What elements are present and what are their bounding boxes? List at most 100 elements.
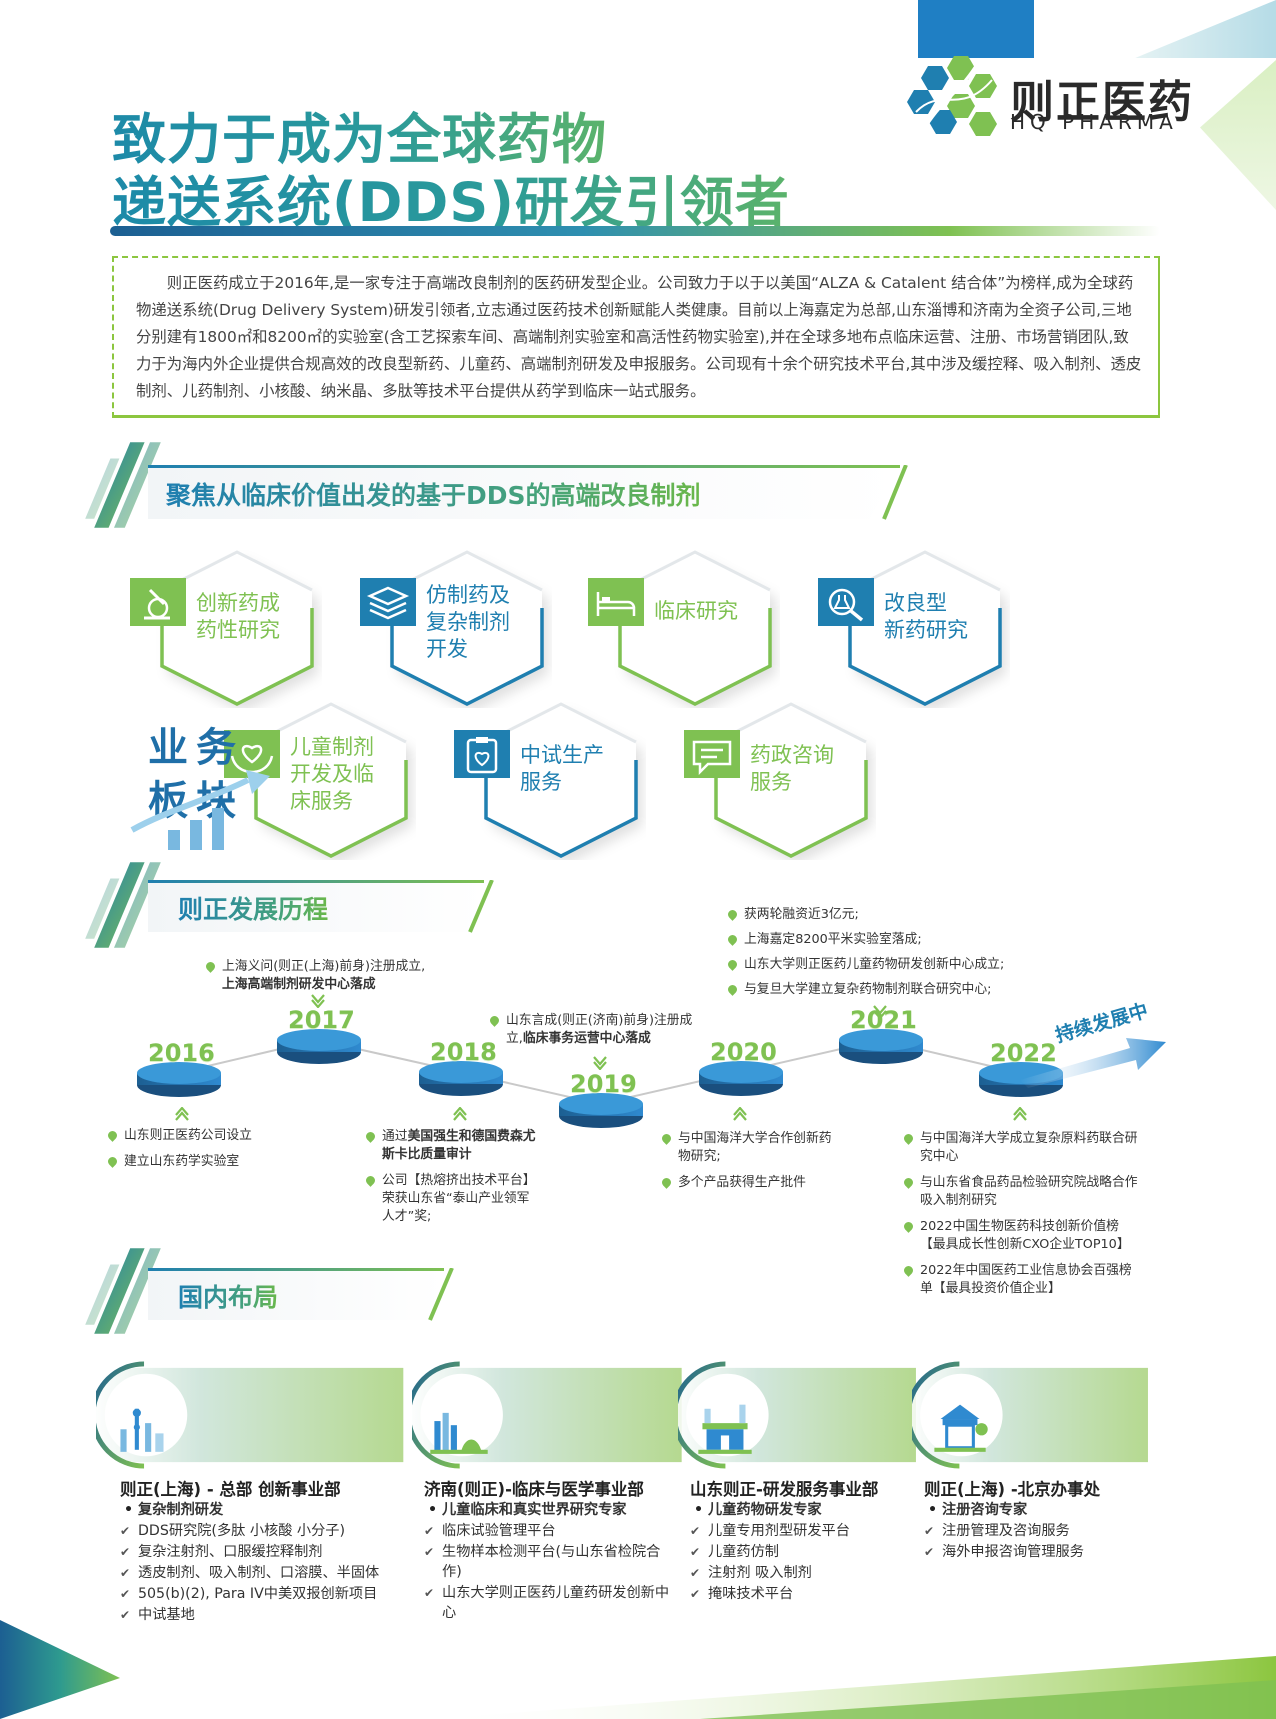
location-list-item: 掩味技术平台 <box>690 1584 910 1604</box>
location-card: 则正(上海) -北京办事处注册咨询专家注册管理及咨询服务海外申报咨询管理服务 <box>912 1360 1160 1620</box>
note-item: 与复旦大学建立复杂药物制剂联合研究中心; <box>726 981 1058 999</box>
note-2022: 与中国海洋大学成立复杂原料药联合研究中心 与山东省食品药品检验研究院战略合作吸入… <box>902 1130 1144 1302</box>
note-item: 与中国海洋大学成立复杂原料药联合研究中心 <box>902 1130 1144 1166</box>
bullet-icon <box>488 1014 501 1027</box>
location-list-item: 复杂制剂研发 <box>120 1500 410 1520</box>
arrow-down-icon <box>593 1056 607 1070</box>
bullet-icon <box>204 960 217 973</box>
location-card: 济南(则正)-临床与医学事业部儿童临床和真实世界研究专家临床试验管理平台生物样本… <box>412 1360 694 1623</box>
growth-chart-icon <box>130 770 270 850</box>
note-item: 与山东省食品药品检验研究院战略合作吸入制剂研究 <box>902 1174 1144 1210</box>
brand-name-cn: 则正医药 <box>1010 77 1194 128</box>
arrow-up-icon <box>733 1107 747 1121</box>
bullet-icon <box>106 1129 119 1142</box>
location-list-item: 透皮制剂、吸入制剂、口溶膜、半固体 <box>120 1563 410 1583</box>
company-intro: 则正医药成立于2016年,是一家专注于高端改良制剂的医药研发型企业。公司致力于以… <box>112 256 1160 418</box>
location-name: 山东则正-研发服务事业部 <box>690 1480 879 1499</box>
section-title-layout: 国内布局 <box>178 1278 278 1314</box>
location-list-item: DDS研究院(多肽 小核酸 小分子) <box>120 1521 410 1541</box>
location-name: 则正(上海) -北京办事处 <box>924 1480 1101 1499</box>
business-hexagon: 改良型 新药研究 <box>818 548 1010 708</box>
title-underline <box>110 226 1160 236</box>
note-2016: 山东则正医药公司设立 建立山东药学实验室 <box>106 1127 308 1175</box>
business-hexagon: 儿童制剂 开发及临 床服务 <box>224 700 416 860</box>
bullet-icon <box>364 1130 377 1143</box>
bullet-icon <box>726 908 739 921</box>
business-label: 仿制药及 复杂制剂 开发 <box>426 583 510 661</box>
flask-search-icon <box>818 578 874 626</box>
bullet-icon <box>660 1176 673 1189</box>
note-item: 与中国海洋大学合作创新药物研究; <box>660 1130 832 1166</box>
location-card: 则正(上海) - 总部 创新事业部复杂制剂研发DDS研究院(多肽 小核酸 小分子… <box>96 1360 416 1625</box>
year-disc <box>698 1060 784 1098</box>
note-item: 山东则正医药公司设立 <box>106 1127 308 1145</box>
city-skyline-icon <box>120 1408 164 1452</box>
year-label: 2022 <box>990 1039 1057 1067</box>
hexagon-shape <box>484 702 638 858</box>
business-label: 中试生产 服务 <box>520 743 604 794</box>
ongoing-arrow-icon <box>1020 1038 1166 1088</box>
page-title-line1: 致力于成为全球药物 <box>112 95 607 174</box>
note-2021: 获两轮融资近3亿元; 上海嘉定8200平米实验室落成; 山东大学则正医药儿童药物… <box>726 906 1058 1003</box>
arrow-up-icon <box>1013 1107 1027 1121</box>
hexagon-shape <box>254 702 408 858</box>
note-item: 建立山东药学实验室 <box>106 1153 308 1171</box>
location-list-item: 注射剂 吸入制剂 <box>690 1563 910 1583</box>
note-item: 山东大学则正医药儿童药物研发创新中心成立; <box>726 956 1058 974</box>
business-hexagon: 临床研究 <box>588 548 780 708</box>
business-label: 临床研究 <box>654 599 738 623</box>
year-label: 2017 <box>288 1006 355 1034</box>
note-item: 通过美国强生和德国费森尤斯卡比质量审计 <box>364 1128 536 1164</box>
location-list-item: 中试基地 <box>120 1605 410 1625</box>
hexagon-shape <box>390 550 544 706</box>
location-list-item: 儿童临床和真实世界研究专家 <box>424 1500 676 1520</box>
bullet-icon <box>726 933 739 946</box>
hexagon-shape <box>714 702 868 858</box>
bullet-icon <box>902 1132 915 1145</box>
note-item: 2022年中国医药工业信息协会百强榜单【最具投资价值企业】 <box>902 1262 1144 1298</box>
location-arc <box>96 1361 404 1469</box>
year-label: 2019 <box>570 1070 637 1098</box>
bullet-icon <box>660 1132 673 1145</box>
business-hexagon: 仿制药及 复杂制剂 开发 <box>360 548 552 708</box>
business-label: 创新药成 药性研究 <box>196 591 280 642</box>
arrow-down-icon <box>873 1005 887 1019</box>
bed-icon <box>588 578 644 626</box>
bullet-icon <box>726 958 739 971</box>
business-hexagon: 中试生产 服务 <box>454 700 646 860</box>
location-list-item: 儿童药仿制 <box>690 1542 910 1562</box>
location-name: 则正(上海) - 总部 创新事业部 <box>120 1480 341 1499</box>
location-list-item: 山东大学则正医药儿童药研发创新中心 <box>424 1583 676 1623</box>
banner-end-slash <box>468 880 494 933</box>
location-list: 注册咨询专家注册管理及咨询服务海外申报咨询管理服务 <box>924 1500 1142 1563</box>
note-item: 上海嘉定8200平米实验室落成; <box>726 931 1058 949</box>
clipboard-heart-icon <box>454 730 510 778</box>
microscope-icon <box>130 578 186 626</box>
arrow-up-icon <box>175 1107 189 1121</box>
year-label: 2016 <box>148 1039 215 1067</box>
city-skyline-icon <box>698 1404 752 1454</box>
hexagon-shape <box>160 550 314 706</box>
arrow-up-icon <box>453 1107 467 1121</box>
hexagon-shape <box>848 550 1002 706</box>
banner-stripes-icon <box>85 442 161 528</box>
year-disc <box>838 1028 924 1066</box>
bullet-icon <box>902 1220 915 1233</box>
location-list: 儿童药物研发专家儿童专用剂型研发平台儿童药仿制注射剂 吸入制剂掩味技术平台 <box>690 1500 910 1605</box>
bullet-icon <box>106 1155 119 1168</box>
note-item: 上海义问(则正(上海)前身)注册成立,上海高端制剂研发中心落成 <box>204 958 466 994</box>
hexagon-shape <box>618 550 772 706</box>
chat-icon <box>684 730 740 778</box>
location-list-item: 生物样本检测平台(与山东省检院合作) <box>424 1542 676 1582</box>
year-label: 2018 <box>430 1038 497 1066</box>
location-list-item: 复杂注射剂、口服缓控释制剂 <box>120 1542 410 1562</box>
bullet-icon <box>726 983 739 996</box>
location-list-item: 儿童专用剂型研发平台 <box>690 1521 910 1541</box>
section-title-history: 则正发展历程 <box>178 890 328 926</box>
business-hexagon: 创新药成 药性研究 <box>130 548 322 708</box>
year-label: 2020 <box>710 1038 777 1066</box>
note-item: 山东言成(则正(济南)前身)注册成立,临床事务运营中心落成 <box>488 1012 700 1048</box>
note-2019: 山东言成(则正(济南)前身)注册成立,临床事务运营中心落成 <box>488 1012 700 1052</box>
location-list: 复杂制剂研发DDS研究院(多肽 小核酸 小分子)复杂注射剂、口服缓控释制剂透皮制… <box>120 1500 410 1626</box>
bullet-icon <box>364 1174 377 1187</box>
